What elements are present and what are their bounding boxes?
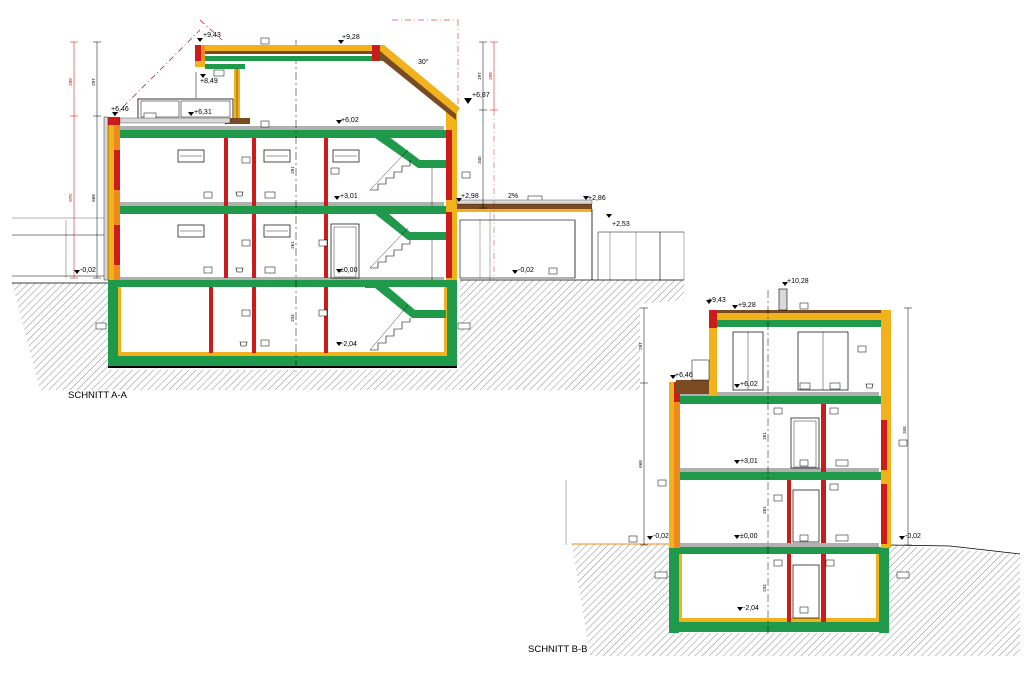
section-a-basement <box>108 285 457 368</box>
level-basement: -2,04 <box>743 605 759 612</box>
level-eave: +6,87 <box>472 92 490 99</box>
dim-label: 668 <box>638 460 643 468</box>
level-ridge: +9,43 <box>708 297 726 304</box>
section-a-caption: SCHNITT A-A <box>68 390 128 401</box>
section-a-room-tags <box>95 37 558 347</box>
section-b-dimension-lines <box>565 307 912 546</box>
level-first-floor: +3,01 <box>340 193 358 200</box>
level-garage-roof-right: +2,86 <box>588 195 606 202</box>
dim-label: 261 <box>290 241 295 249</box>
section-b-room-tags <box>628 302 910 614</box>
dim-label: 298 <box>488 72 493 80</box>
slope-label: 2% <box>508 193 518 200</box>
section-b-level-markers: +10,28 +9,43 +9,28 +6,46 +6,02 +3,01 ±0,… <box>647 278 921 612</box>
level-chimney: +10,28 <box>787 278 809 285</box>
level-terrain-right: -0,02 <box>518 267 534 274</box>
level-terrain-left: -0,02 <box>80 267 96 274</box>
level-roof-top: +9,28 <box>738 302 756 309</box>
roof-angle-label: 30° <box>418 58 429 66</box>
dim-label: 234 <box>762 584 767 592</box>
section-b-openings <box>732 288 874 619</box>
section-b-caption: SCHNITT B-B <box>528 644 587 655</box>
level-garage-roof: +2,98 <box>461 193 479 200</box>
level-terrace-rail: +6,31 <box>194 109 212 116</box>
section-b-slabs <box>669 310 891 554</box>
section-a-slabs <box>108 126 457 287</box>
level-roof-top: +9,28 <box>342 34 360 41</box>
dim-label: 970 <box>68 194 73 202</box>
section-b-walls <box>669 290 891 636</box>
section-b-dimension-labels: 297 668 345 261 261 234 <box>638 342 907 592</box>
section-a-staircase <box>365 130 446 351</box>
dim-label: 668 <box>91 194 96 202</box>
dim-label: 261 <box>290 166 295 174</box>
section-a-roof-guide-lines <box>113 19 459 117</box>
section-a-ground <box>12 280 684 390</box>
level-first-floor: +3,01 <box>740 458 758 465</box>
dim-label: 345 <box>477 156 482 164</box>
level-terrain-left: -0,02 <box>653 533 669 540</box>
level-second-floor: +6,02 <box>341 117 359 124</box>
level-basement: -2,04 <box>341 341 357 348</box>
section-b-b: 297 668 345 261 261 234 +10,28 +9,43 +9,… <box>528 278 1021 656</box>
dim-label: 261 <box>762 506 767 514</box>
level-terrain-right: -0,02 <box>905 533 921 540</box>
dim-label: 345 <box>902 426 907 434</box>
section-a-dimension-lines <box>65 41 498 280</box>
level-ground-floor: ±0,00 <box>340 267 358 274</box>
section-a-level-markers: +9,43 +8,49 +9,28 30° +6,87 +6,46 +6,31 … <box>74 32 630 348</box>
dim-label: 297 <box>638 342 643 350</box>
section-b-basement <box>669 548 889 633</box>
dim-label: 261 <box>762 432 767 440</box>
level-second-floor: +6,02 <box>740 381 758 388</box>
level-terrace: +6,46 <box>675 372 693 379</box>
dim-label: 297 <box>91 78 96 86</box>
level-terrace: +6,46 <box>111 106 129 113</box>
section-a-garage <box>12 199 685 280</box>
dim-label: 298 <box>68 78 73 86</box>
level-ground-floor: ±0,00 <box>740 533 758 540</box>
level-garage-fascia: +2,53 <box>612 221 630 228</box>
section-a-left-wall <box>103 116 120 281</box>
dim-label: 297 <box>477 72 482 80</box>
section-a-dimension-labels: 298 970 297 668 345 297 298 261 261 234 <box>68 72 493 322</box>
level-ridge-sub: +8,49 <box>200 78 218 85</box>
level-ridge: +9,43 <box>203 32 221 39</box>
section-a-a: 298 970 297 668 345 297 298 261 261 234 … <box>12 19 685 401</box>
section-a-right-wall <box>446 110 457 280</box>
section-a-roof <box>119 45 460 124</box>
dim-label: 234 <box>290 314 295 322</box>
